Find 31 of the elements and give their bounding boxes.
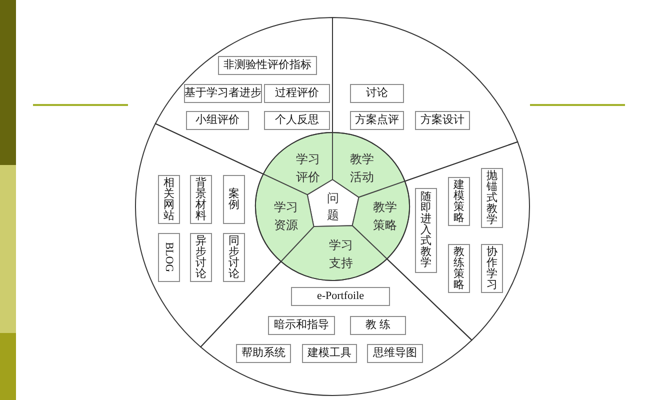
concept-box: 小组评价: [186, 111, 249, 130]
sector-label: 教学活动: [349, 151, 375, 186]
concept-box: 异步讨论: [190, 233, 212, 282]
concept-box: 案例: [223, 175, 245, 224]
concept-box: 非测验性评价指标: [218, 56, 317, 75]
concept-box: 方案设计: [415, 111, 470, 130]
concept-box: 过程评价: [264, 84, 330, 103]
sector-label: 学习评价: [295, 151, 321, 186]
concept-box: 教练策略: [448, 244, 470, 293]
concept-box: 个人反思: [264, 111, 330, 130]
concept-box: 方案点评: [350, 111, 404, 130]
concept-box: 建模工具: [302, 344, 357, 363]
concept-box: 协作学习: [481, 244, 503, 293]
center-label: 问题: [326, 190, 340, 224]
sector-label: 学习支持: [328, 237, 354, 272]
concept-box: BLOG: [158, 233, 180, 282]
concept-box: 基于学习者进步: [184, 84, 262, 103]
concept-box: 同步讨论: [223, 233, 245, 282]
concept-box: 思维导图: [367, 344, 423, 363]
concept-box: e-Portfoile: [291, 287, 390, 306]
sector-label: 教学策略: [372, 199, 398, 234]
sector-label: 学习资源: [273, 199, 299, 234]
concept-box: 相关网站: [158, 175, 180, 224]
concept-box: 帮助系统: [236, 344, 291, 363]
concept-box: 暗示和指导: [268, 316, 335, 335]
concept-box: 建模策略: [448, 177, 470, 226]
concept-box: 教 练: [350, 316, 406, 335]
concept-box: 抛锚式教学: [481, 168, 503, 228]
concept-box: 随即进入式教学: [415, 188, 437, 273]
concept-box: 背景材料: [190, 175, 212, 224]
concept-box: 讨论: [350, 84, 404, 103]
